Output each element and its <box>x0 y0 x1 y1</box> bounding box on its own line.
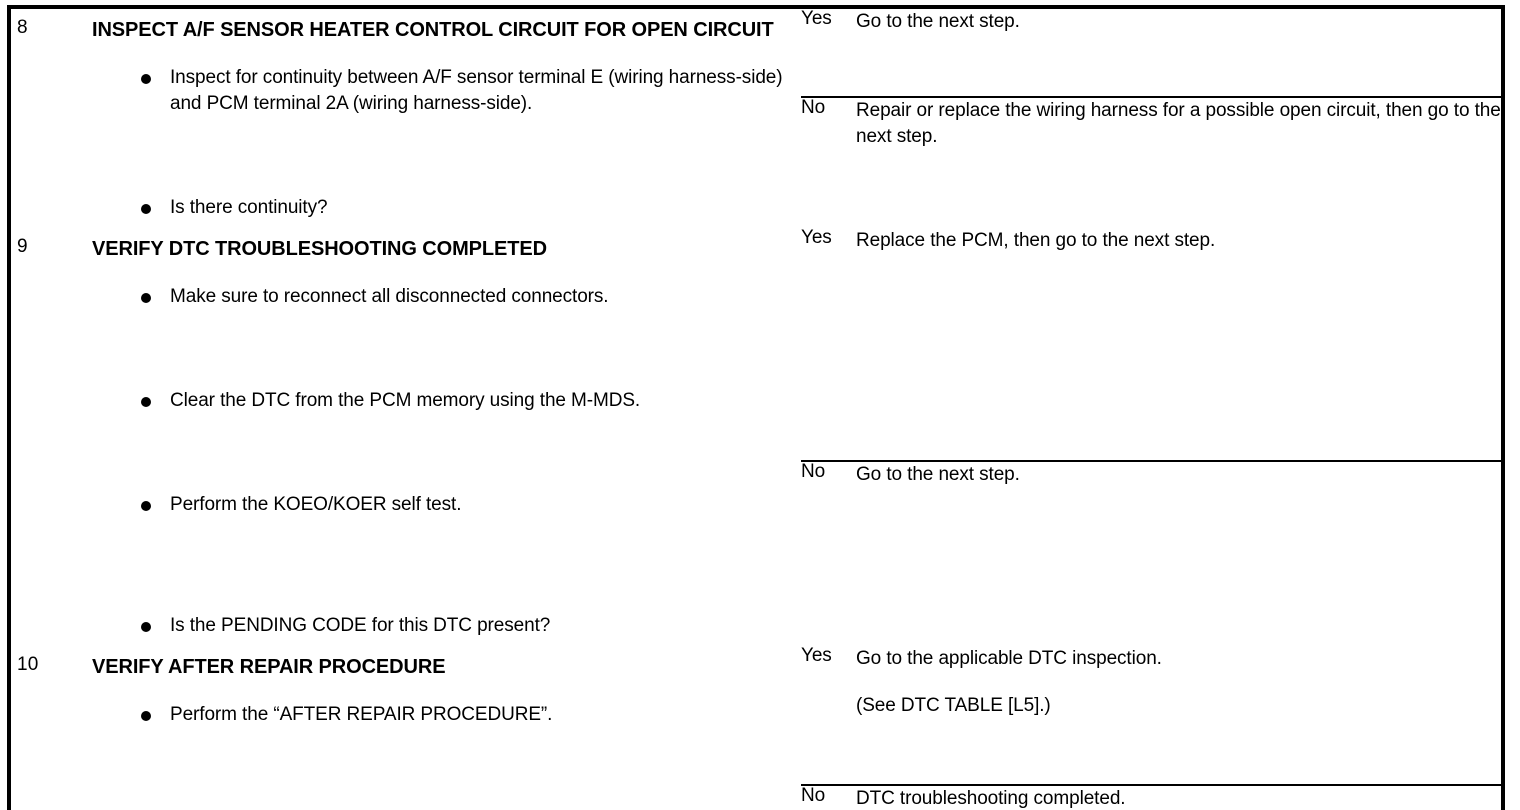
step-number-cell: 9 <box>9 228 86 646</box>
step-bullet-list: Make sure to reconnect all disconnected … <box>92 284 791 640</box>
list-item: Perform the KOEO/KOER self test. <box>92 492 791 518</box>
step-bullet-list: Inspect for continuity between A/F senso… <box>92 65 791 222</box>
answer-label-no: No <box>801 97 826 118</box>
step-number: 8 <box>17 17 28 38</box>
answer-text-yes: Go to the next step. <box>856 9 1501 98</box>
answer-label-yes: Yes <box>801 227 856 462</box>
answer-line: Repair or replace the wiring harness for… <box>856 100 1501 148</box>
list-item: Is the PENDING CODE for this DTC present… <box>92 613 791 639</box>
step-description-cell: VERIFY DTC TROUBLESHOOTING COMPLETED Mak… <box>86 228 801 646</box>
answer-label-yes: Yes <box>801 645 856 786</box>
step-bullet-list: Perform the “AFTER REPAIR PROCEDURE”. Ar… <box>92 702 791 810</box>
step-number-cell: 10 <box>9 646 86 810</box>
answer-label-no: No <box>801 460 826 482</box>
list-item: Make sure to reconnect all disconnected … <box>92 284 791 310</box>
table-row: 8 INSPECT A/F SENSOR HEATER CONTROL CIRC… <box>9 7 1503 228</box>
step-description-cell: INSPECT A/F SENSOR HEATER CONTROL CIRCUI… <box>86 7 801 228</box>
table-row: 9 VERIFY DTC TROUBLESHOOTING COMPLETED M… <box>9 227 1503 646</box>
answer-table: Yes Go to the applicable DTC inspection.… <box>801 645 1501 810</box>
list-item-text: Is the PENDING CODE for this DTC present… <box>170 615 551 637</box>
answer-line: Replace the PCM, then go to the next ste… <box>856 229 1216 251</box>
answer-line: DTC troubleshooting completed. <box>856 787 1126 809</box>
bullet-dot-icon <box>141 622 151 633</box>
step-title: VERIFY AFTER REPAIR PROCEDURE <box>92 655 446 678</box>
answer-cell: Yes Go to the applicable DTC inspection.… <box>801 645 1503 810</box>
answer-line-reference: (See DTC TABLE [L5].) <box>856 694 1051 716</box>
answer-row-no: No DTC troubleshooting completed. <box>801 785 1501 810</box>
answer-row-yes: Yes Go to the next step. <box>801 9 1501 98</box>
step-number: 10 <box>17 653 39 675</box>
answer-text-no: Go to the next step. <box>856 461 1501 646</box>
answer-row-no: No Go to the next step. <box>801 461 1501 646</box>
answer-label-no: No <box>801 784 826 806</box>
answer-text-no: DTC troubleshooting completed. <box>856 785 1501 810</box>
step-number: 9 <box>17 235 28 257</box>
answer-text-yes: Go to the applicable DTC inspection. (Se… <box>856 645 1501 786</box>
bullet-dot-icon <box>141 74 151 84</box>
list-item: Perform the “AFTER REPAIR PROCEDURE”. <box>92 702 791 728</box>
step-description-cell: VERIFY AFTER REPAIR PROCEDURE Perform th… <box>86 646 801 810</box>
answer-table: Yes Go to the next step. No Repair or re… <box>801 9 1501 228</box>
answer-line: Go to the next step. <box>856 463 1020 485</box>
answer-table: Yes Replace the PCM, then go to the next… <box>801 227 1501 646</box>
bullet-dot-icon <box>141 501 151 512</box>
table-row: 10 VERIFY AFTER REPAIR PROCEDURE Perform… <box>9 645 1503 810</box>
answer-label-yes: Yes <box>801 9 856 98</box>
step-number-cell: 8 <box>9 7 86 228</box>
answer-row-yes: Yes Go to the applicable DTC inspection.… <box>801 645 1501 786</box>
bullet-dot-icon <box>141 396 151 407</box>
answer-row-yes: Yes Replace the PCM, then go to the next… <box>801 227 1501 462</box>
list-item: Clear the DTC from the PCM memory using … <box>92 388 791 414</box>
bullet-dot-icon <box>141 204 151 215</box>
list-item-text: Perform the “AFTER REPAIR PROCEDURE”. <box>170 703 553 725</box>
list-item-text: Clear the DTC from the PCM memory using … <box>170 389 641 411</box>
answer-cell: Yes Replace the PCM, then go to the next… <box>801 227 1503 646</box>
list-item: Is there continuity? <box>92 195 791 221</box>
answer-row-no: No Repair or replace the wiring harness … <box>801 97 1501 228</box>
list-item-text: Make sure to reconnect all disconnected … <box>170 285 609 307</box>
step-title: INSPECT A/F SENSOR HEATER CONTROL CIRCUI… <box>92 19 774 41</box>
answer-line: Go to the applicable DTC inspection. <box>856 647 1162 669</box>
list-item-text: Inspect for continuity between A/F senso… <box>170 67 783 115</box>
answer-line: Go to the next step. <box>856 11 1020 32</box>
step-title: VERIFY DTC TROUBLESHOOTING COMPLETED <box>92 237 547 260</box>
answer-text-yes: Replace the PCM, then go to the next ste… <box>856 227 1501 462</box>
bullet-dot-icon <box>141 710 151 721</box>
list-item-text: Is there continuity? <box>170 197 328 219</box>
answer-cell: Yes Go to the next step. No Repair or re… <box>801 7 1503 228</box>
answer-text-no: Repair or replace the wiring harness for… <box>856 97 1501 228</box>
list-item-text: Perform the KOEO/KOER self test. <box>170 494 462 516</box>
list-item: Inspect for continuity between A/F senso… <box>92 65 791 117</box>
bullet-dot-icon <box>141 292 151 303</box>
dtc-troubleshooting-table: 8 INSPECT A/F SENSOR HEATER CONTROL CIRC… <box>7 5 1505 810</box>
